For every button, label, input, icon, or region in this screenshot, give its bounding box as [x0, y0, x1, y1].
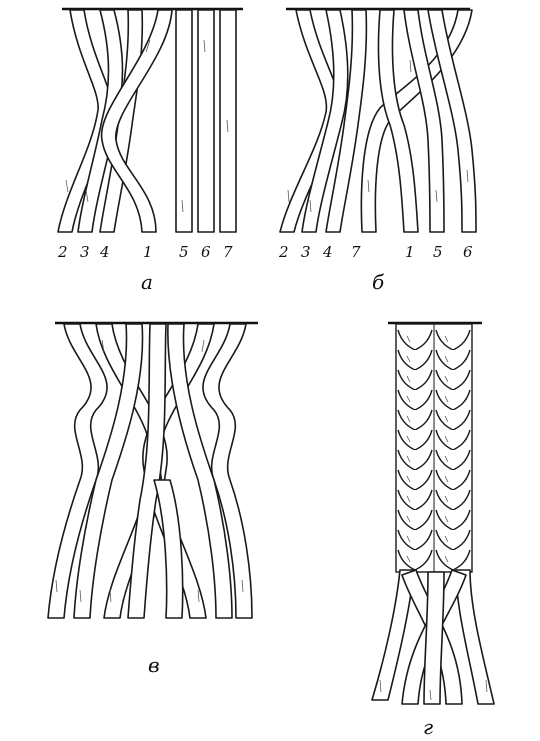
- panel-b-strand-labels: 2 3 4 7 1 5 6: [278, 243, 473, 261]
- plait-scale-shading: [406, 455, 411, 463]
- plait-scale-shading: [444, 535, 449, 543]
- panel-b-label-2: 3: [301, 243, 311, 261]
- panel-a-strand-3: [77, 9, 124, 233]
- plait-scale-shading: [406, 535, 411, 543]
- panel-v-shading: [55, 339, 244, 603]
- panel-a-label-6: 6: [201, 243, 211, 261]
- panel-v-strand-c: [73, 323, 144, 619]
- panel-v-strand-d: [167, 323, 233, 619]
- plait-scale-shading: [406, 555, 411, 563]
- plait-scale-shading: [444, 435, 449, 443]
- panel-b-strand-5: [403, 9, 445, 233]
- panel-b-strand-4: [325, 9, 368, 233]
- panel-a-label-2: 3: [80, 243, 90, 261]
- panel-v-strand-outer-right: [202, 323, 253, 619]
- panel-b-label-1: 2: [278, 243, 289, 261]
- plait-scale-shading: [444, 455, 449, 463]
- plait-scale-shading: [444, 495, 449, 503]
- plait-scale-shading: [444, 415, 449, 423]
- panel-g-caption: г: [423, 715, 433, 739]
- panel-b-strand-1: [377, 9, 419, 233]
- panel-a-label-4: 1: [143, 243, 153, 261]
- panel-b-label-5: 1: [405, 243, 415, 261]
- plait-scale-shading: [406, 375, 411, 383]
- panel-a-label-7: 7: [223, 243, 233, 261]
- panel-g: г: [371, 321, 495, 739]
- plait-scale-shading: [406, 395, 411, 403]
- panel-g-strand-2: [455, 569, 495, 705]
- plait-scale-shading: [444, 515, 449, 523]
- panel-a-label-1: 2: [57, 243, 68, 261]
- panel-b-caption: б: [372, 270, 385, 294]
- panel-v-strand-f: [153, 479, 184, 619]
- plait-scale-shading: [444, 375, 449, 383]
- panel-a-strand-5: [175, 9, 193, 233]
- plait-scale-shading: [406, 475, 411, 483]
- panel-b: 2 3 4 7 1 5 6 б: [278, 7, 477, 294]
- panel-b-label-4: 7: [351, 243, 361, 261]
- panel-a-shading: [65, 39, 229, 213]
- plait-scale-shading: [406, 435, 411, 443]
- panel-g-strand-1: [371, 569, 415, 701]
- panel-b-label-7: 6: [463, 243, 473, 261]
- panel-v: в: [47, 321, 258, 677]
- panel-a-strand-7: [219, 9, 237, 233]
- plait-scale-shading: [406, 515, 411, 523]
- panel-g-shading: [379, 679, 488, 701]
- panel-a-strand-labels: 2 3 4 1 5 6 7: [57, 243, 233, 261]
- panel-g-plait-scales: [397, 329, 471, 571]
- plait-scale-shading: [406, 355, 411, 363]
- panel-b-strand-6: [427, 9, 477, 233]
- plait-scale-shading: [444, 335, 449, 343]
- plait-scale-shading: [406, 335, 411, 343]
- plait-scale-shading: [444, 395, 449, 403]
- plait-scale-shading: [444, 355, 449, 363]
- panel-a: 2 3 4 1 5 6 7 а: [57, 7, 243, 294]
- plait-scale-shading: [444, 555, 449, 563]
- panel-a-strand-1: [100, 9, 173, 233]
- panel-a-caption: а: [141, 270, 153, 294]
- panel-b-label-3: 4: [322, 243, 333, 261]
- panel-v-caption: в: [148, 653, 160, 677]
- panel-v-strand-outer-left: [47, 323, 108, 619]
- panel-g-strand-5: [423, 571, 445, 705]
- panel-a-label-5: 5: [179, 243, 189, 261]
- panel-b-label-6: 5: [433, 243, 443, 261]
- plait-scale-shading: [444, 475, 449, 483]
- panel-b-shading: [287, 59, 469, 213]
- panel-a-label-3: 4: [99, 243, 110, 261]
- panel-v-strand-e: [127, 323, 167, 619]
- plait-scale-shading: [406, 415, 411, 423]
- panel-a-strand-6: [197, 9, 215, 233]
- plait-scale-shading: [406, 495, 411, 503]
- panel-b-strand-3: [301, 9, 349, 233]
